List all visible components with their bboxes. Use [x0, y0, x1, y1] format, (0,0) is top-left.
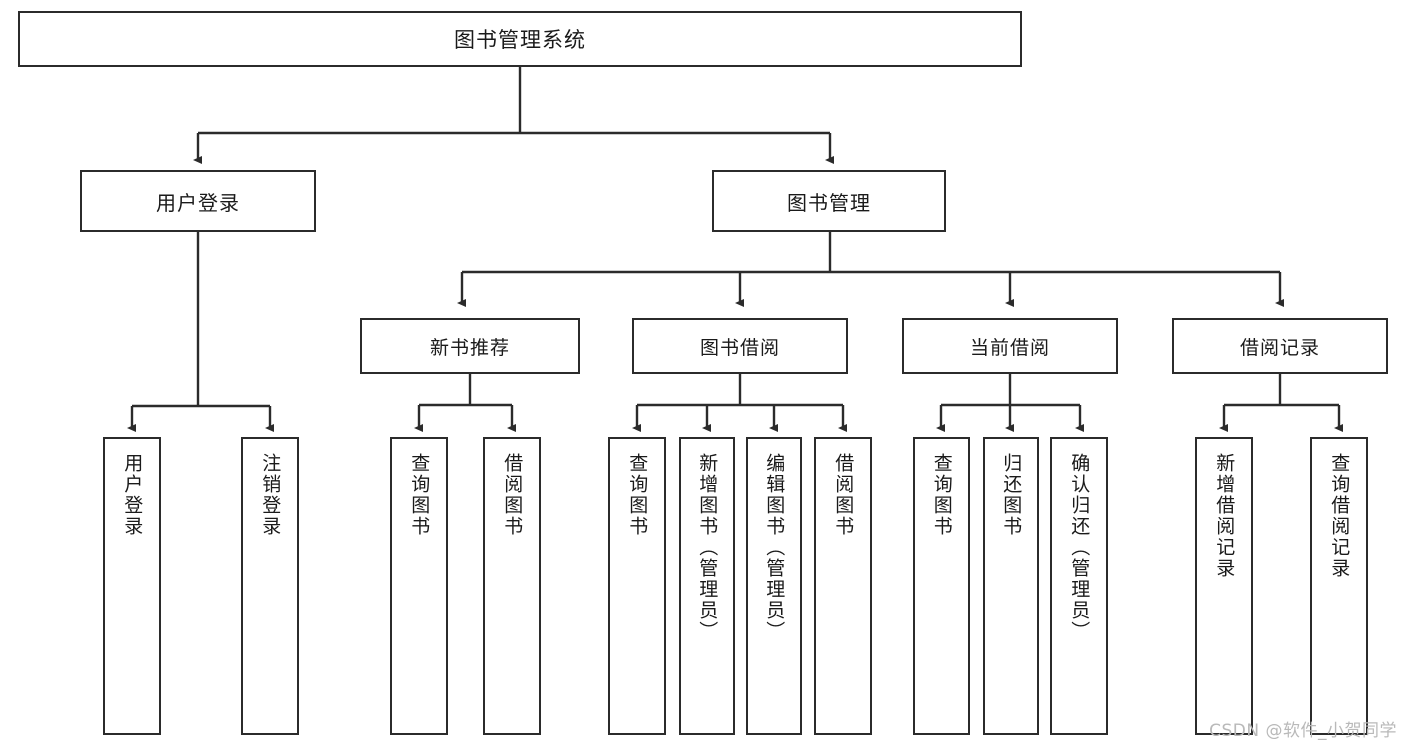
- leaf-user-login-login[interactable]: 用户登录: [103, 437, 161, 735]
- leaf-records-add-record[interactable]: 新增借阅记录: [1195, 437, 1253, 735]
- node-label: 图书借阅: [699, 336, 780, 359]
- node-label: 新书推荐: [429, 336, 510, 359]
- node-label: 借阅图书: [832, 453, 855, 537]
- node-label: 用户登录: [121, 453, 144, 537]
- node-label: 当前借阅: [969, 336, 1050, 359]
- node-label: 用户登录: [156, 190, 240, 215]
- leaf-user-login-logout[interactable]: 注销登录: [241, 437, 299, 735]
- node-label: 图书管理系统: [454, 28, 586, 52]
- node-label: 查询图书: [626, 453, 649, 537]
- node-label: 新增图书（管理员）: [696, 453, 719, 642]
- node-label: 归还图书: [1000, 453, 1023, 537]
- node-new-book-recommend[interactable]: 新书推荐: [360, 318, 580, 374]
- node-borrow-records[interactable]: 借阅记录: [1172, 318, 1388, 374]
- node-book-management[interactable]: 图书管理: [712, 170, 946, 232]
- leaf-current-query-book[interactable]: 查询图书: [913, 437, 970, 735]
- leaf-borrow-add-book-admin[interactable]: 新增图书（管理员）: [679, 437, 735, 735]
- node-book-borrow[interactable]: 图书借阅: [632, 318, 848, 374]
- node-label: 借阅记录: [1239, 336, 1320, 359]
- node-label: 编辑图书（管理员）: [763, 453, 786, 642]
- leaf-current-return-book[interactable]: 归还图书: [983, 437, 1039, 735]
- node-current-borrow[interactable]: 当前借阅: [902, 318, 1118, 374]
- node-label: 查询借阅记录: [1328, 453, 1351, 579]
- node-root-book-management-system[interactable]: 图书管理系统: [18, 11, 1022, 67]
- node-label: 注销登录: [259, 453, 282, 537]
- leaf-new-book-borrow[interactable]: 借阅图书: [483, 437, 541, 735]
- node-label: 新增借阅记录: [1213, 453, 1236, 579]
- node-user-login[interactable]: 用户登录: [80, 170, 316, 232]
- leaf-records-query-record[interactable]: 查询借阅记录: [1310, 437, 1368, 735]
- leaf-borrow-query-book[interactable]: 查询图书: [608, 437, 666, 735]
- node-label: 查询图书: [930, 453, 953, 537]
- leaf-borrow-borrow-book[interactable]: 借阅图书: [814, 437, 872, 735]
- node-label: 确认归还（管理员）: [1068, 453, 1091, 642]
- watermark: CSDN @软件_小贺同学: [1209, 721, 1397, 741]
- node-label: 图书管理: [787, 190, 871, 215]
- leaf-new-book-query[interactable]: 查询图书: [390, 437, 448, 735]
- leaf-current-confirm-return-admin[interactable]: 确认归还（管理员）: [1050, 437, 1108, 735]
- node-label: 借阅图书: [501, 453, 524, 537]
- node-label: 查询图书: [408, 453, 431, 537]
- leaf-borrow-edit-book-admin[interactable]: 编辑图书（管理员）: [746, 437, 802, 735]
